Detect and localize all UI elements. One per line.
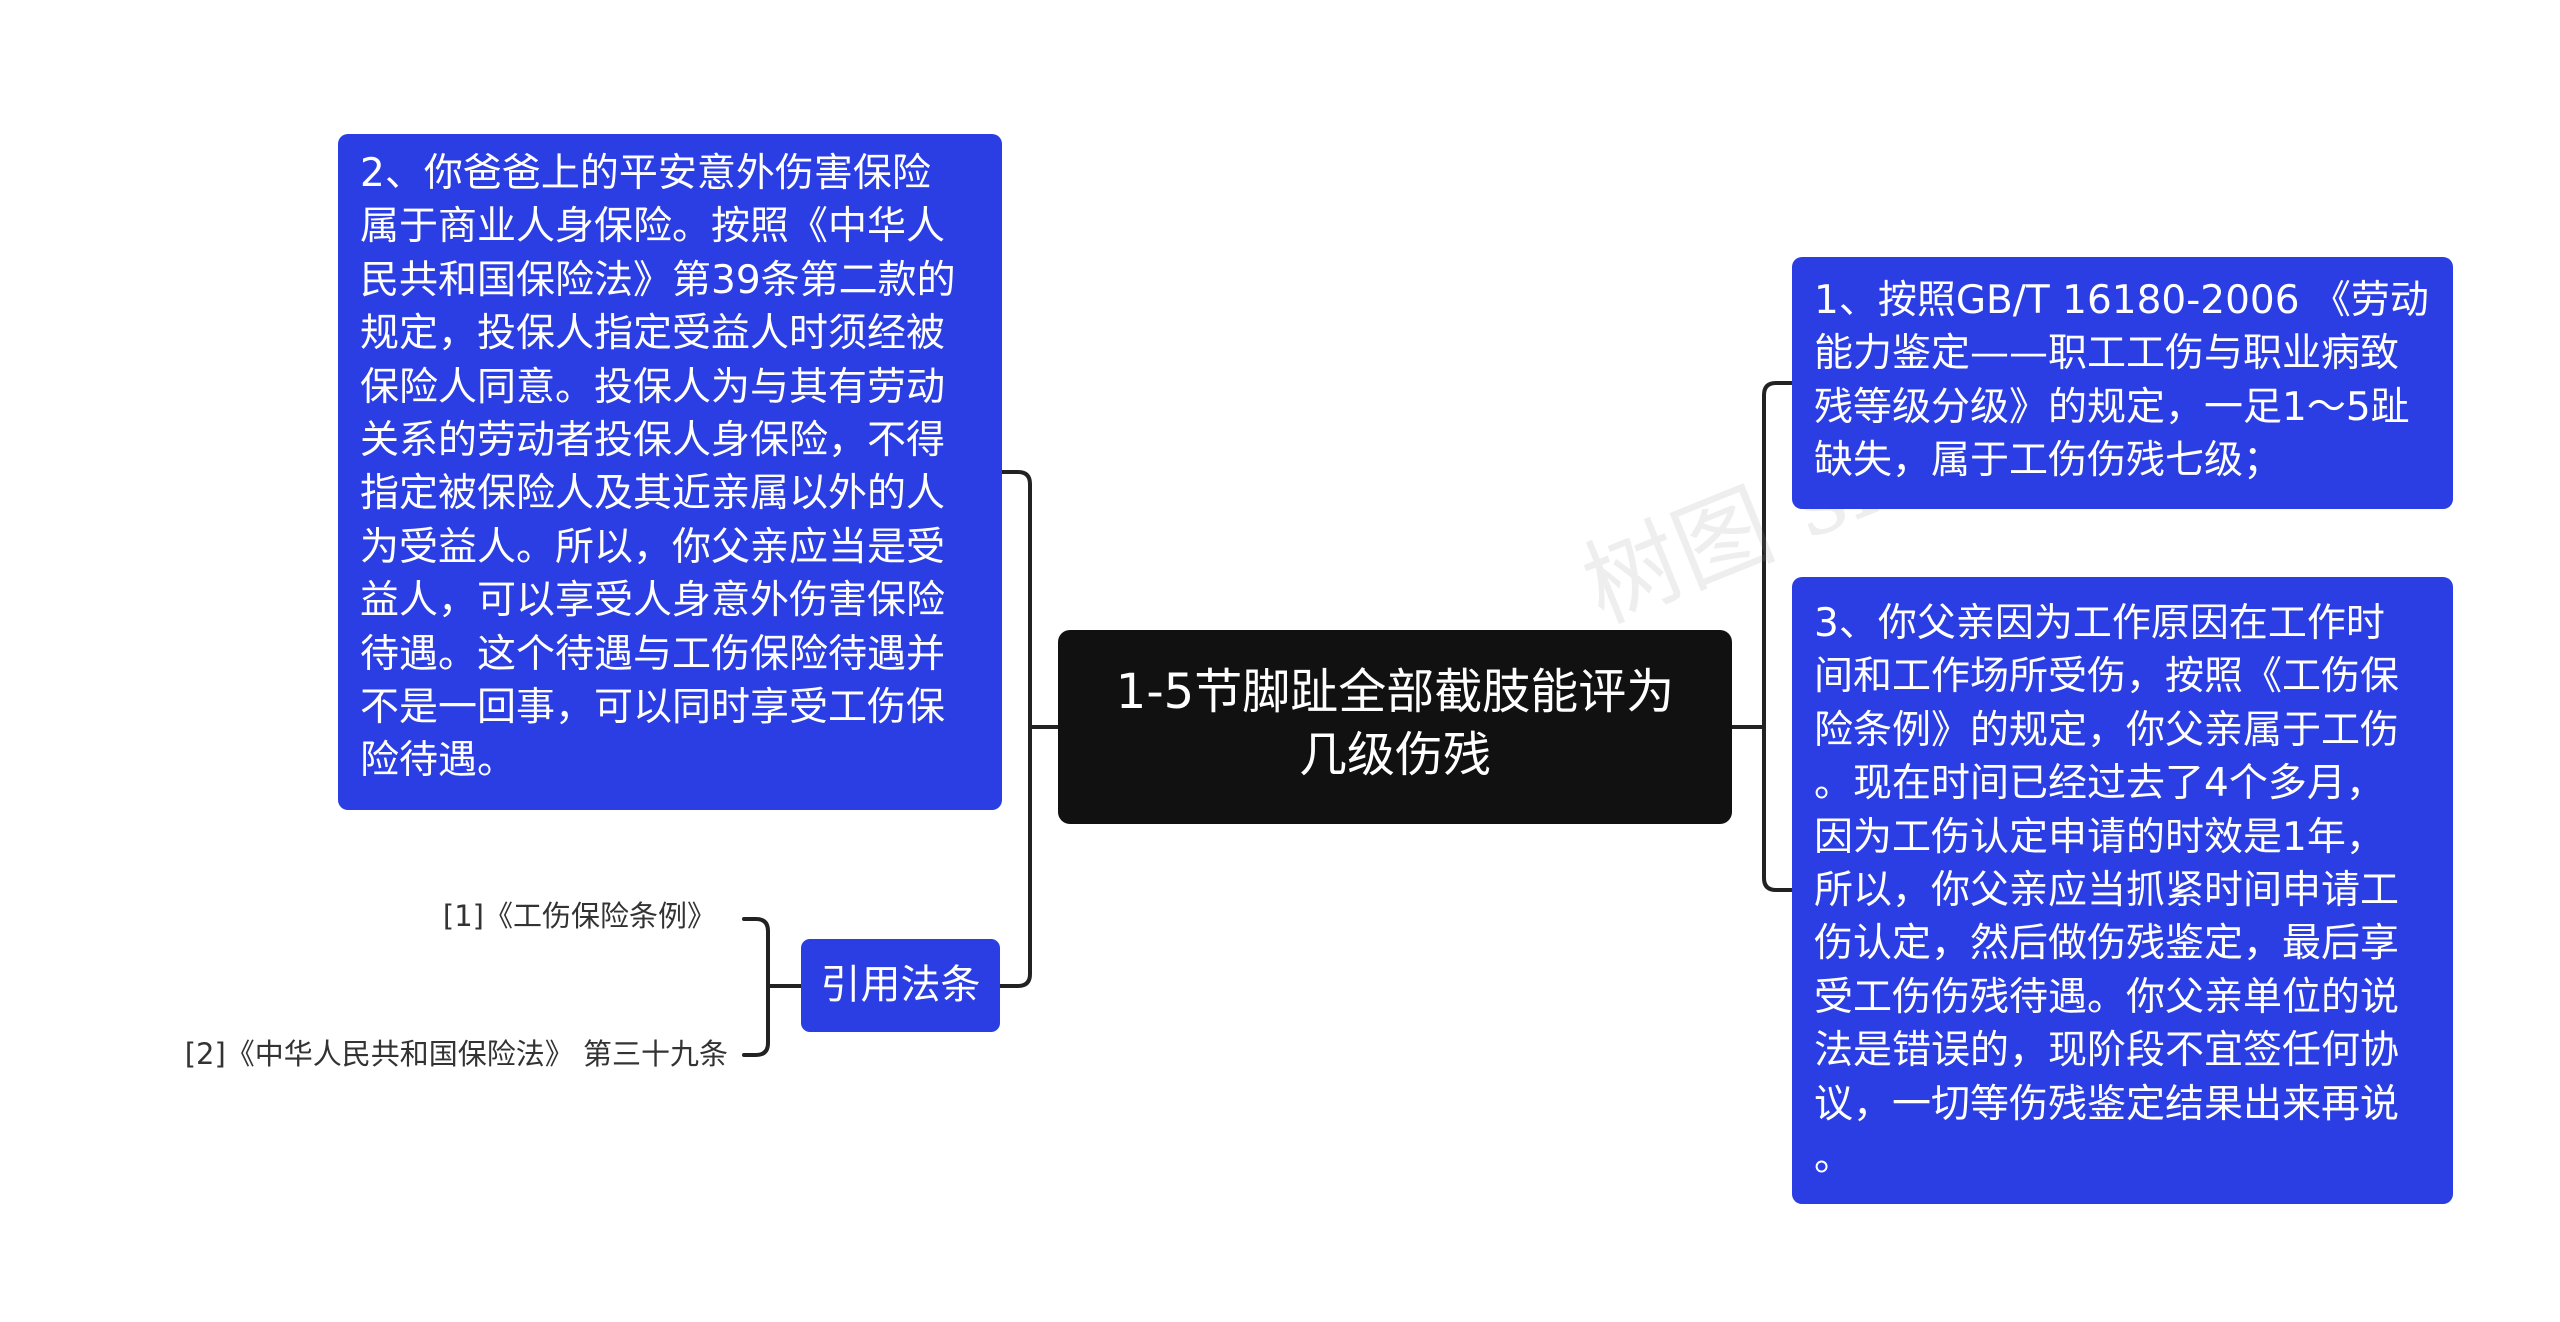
node-disability-grade[interactable]: 1、按照GB/T 16180-2006 《劳动 能力鉴定——职工工伤与职业病致 … [1792,257,2453,509]
node-citations[interactable]: 引用法条 [801,939,1000,1032]
connector-left-bracket [998,470,1032,988]
citation-ref-2[interactable]: [2]《中华人民共和国保险法》 第三十九条 [184,1037,728,1071]
central-topic[interactable]: 1-5节脚趾全部截肢能评为 几级伤残 [1058,630,1732,824]
connector-citation-bracket [742,917,803,1057]
node-insurance-beneficiary[interactable]: 2、你爸爸上的平安意外伤害保险 属于商业人身保险。按照《中华人 民共和国保险法》… [338,134,1002,810]
citation-ref-1[interactable]: [1]《工伤保险条例》 [442,899,716,933]
node-work-injury-advice[interactable]: 3、你父亲因为工作原因在工作时 间和工作场所受伤，按照《工伤保 险条例》的规定，… [1792,577,2453,1204]
connector-right-bracket [1762,381,1794,892]
